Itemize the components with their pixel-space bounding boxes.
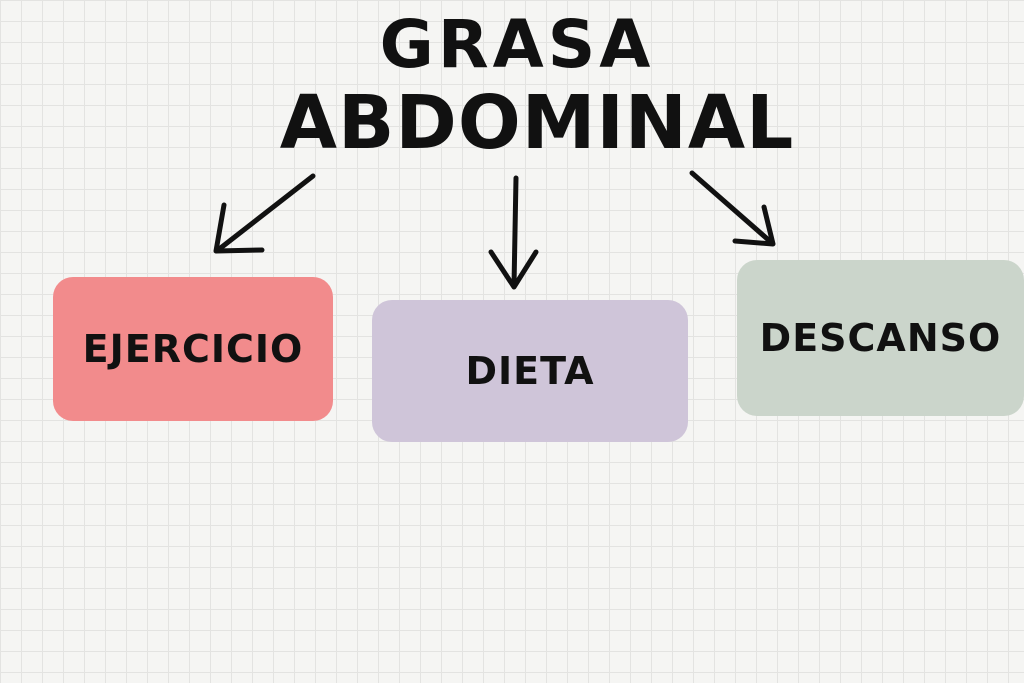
arrow-to-descanso <box>689 170 776 247</box>
title-line-2: ABDOMINAL <box>279 80 795 166</box>
arrow-to-ejercicio <box>213 173 316 254</box>
node-dieta-label: DIETA <box>465 349 595 393</box>
title-line-1: GRASA <box>379 6 655 83</box>
node-dieta: DIETA <box>372 300 688 442</box>
arrow-to-dieta <box>488 175 539 290</box>
node-ejercicio-label: EJERCICIO <box>82 327 304 371</box>
node-descanso-label: DESCANSO <box>759 316 1002 360</box>
node-ejercicio: EJERCICIO <box>53 277 333 421</box>
node-descanso: DESCANSO <box>737 260 1024 416</box>
